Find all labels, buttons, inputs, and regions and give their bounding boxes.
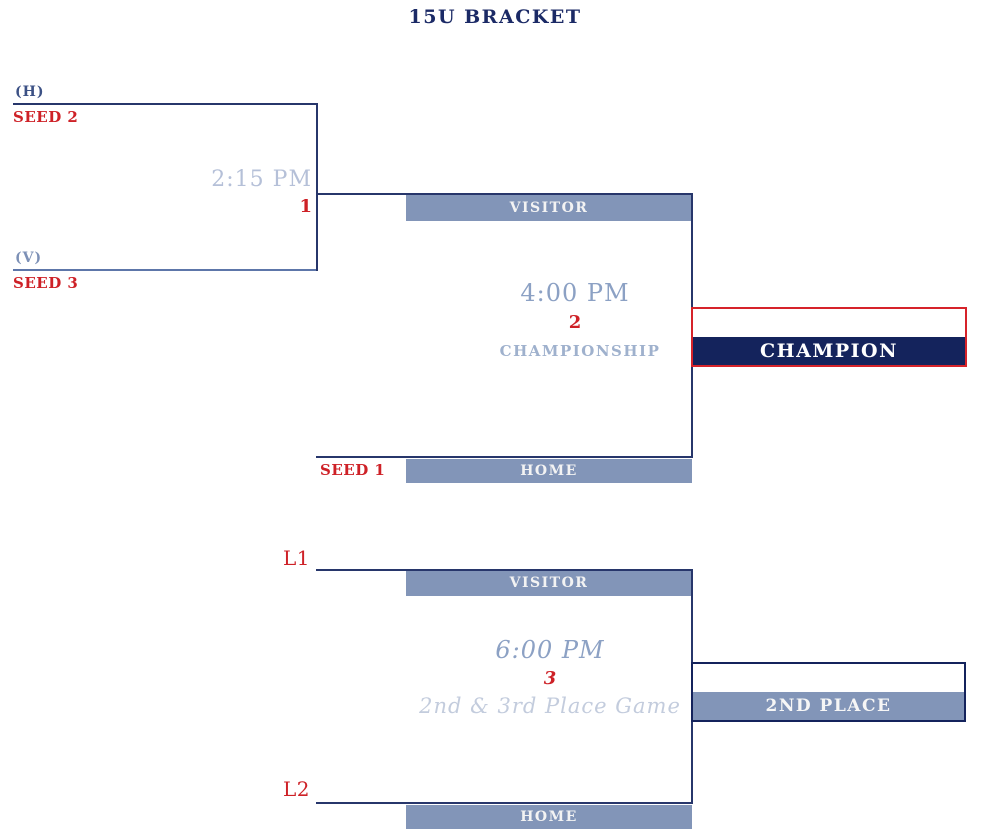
game3-time: 6:00 PM (495, 636, 605, 664)
game1-visitor-mark: (V) (15, 250, 43, 266)
game1-home-seed: SEED 2 (13, 108, 79, 126)
game3-home-bar: HOME (406, 805, 692, 829)
game1-visitor-seed: SEED 3 (13, 274, 79, 292)
game2-number: 2 (568, 312, 582, 333)
game3-visitor-bar: VISITOR (406, 571, 692, 596)
second-place-box: 2ND PLACE (691, 662, 966, 722)
game1-home-mark: (H) (15, 84, 45, 100)
game2-visitor-bar: VISITOR (406, 195, 692, 221)
game3-top-line (316, 569, 693, 571)
game2-bottom-line (316, 456, 693, 458)
game2-home-seed: SEED 1 (320, 461, 386, 479)
game3-number: 3 (543, 668, 557, 689)
champion-label: CHAMPION (693, 337, 965, 365)
second-place-label: 2ND PLACE (693, 692, 964, 720)
page-title: 15U BRACKET (408, 6, 582, 28)
game3-visitor-source: L1 (283, 546, 311, 570)
game1-number: 1 (299, 196, 312, 217)
champion-box: CHAMPION (691, 307, 967, 367)
game3-name: 2nd & 3rd Place Game (419, 694, 681, 718)
game1-time: 2:15 PM (211, 167, 312, 192)
game1-connector-line (316, 103, 318, 271)
game1-visitor-slot-line (13, 269, 318, 271)
game2-name: CHAMPIONSHIP (499, 342, 661, 360)
game3-bottom-line (316, 802, 693, 804)
game3-home-source: L2 (283, 777, 311, 801)
game2-time: 4:00 PM (520, 279, 630, 307)
game2-home-bar: HOME (406, 459, 692, 483)
game1-home-slot-line (13, 103, 318, 105)
game2-top-line (316, 193, 693, 195)
